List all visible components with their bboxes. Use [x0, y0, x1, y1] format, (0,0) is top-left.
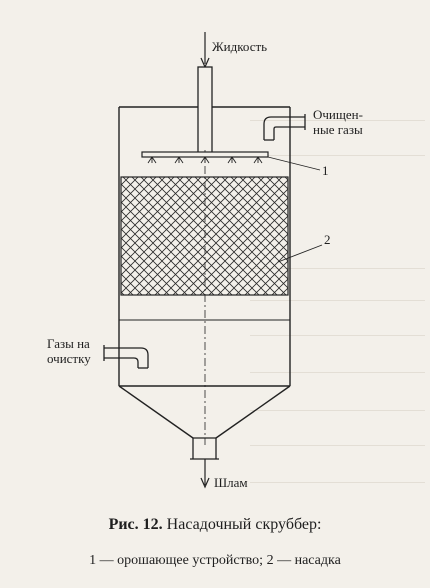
scan-artifact	[250, 410, 425, 411]
label-gas-inlet-line1: Газы на	[47, 336, 90, 351]
label-gas-inlet-line2: очистку	[47, 351, 91, 366]
liquid-inlet-arrow	[200, 32, 210, 69]
scan-artifact	[250, 335, 425, 336]
sludge-outlet-arrow	[200, 459, 210, 489]
label-clean-gas-line1: Очищен-	[313, 107, 363, 122]
liquid-feed-pipe	[197, 66, 213, 154]
scan-artifact	[250, 482, 425, 483]
figure-number: Рис. 12.	[108, 516, 163, 533]
scan-artifact	[250, 445, 425, 446]
gas-inlet-pipe	[103, 345, 149, 369]
packing-bed	[120, 176, 289, 296]
scrubber-diagram	[103, 32, 323, 489]
figure-caption: Рис. 12. Насадочный скруббер:	[0, 516, 430, 534]
scan-artifact	[250, 372, 425, 373]
scan-artifact	[250, 155, 425, 156]
callout-1-leader	[267, 156, 321, 171]
legend-item-2: 2 — насадка	[266, 553, 341, 568]
sludge-outlet	[190, 437, 219, 460]
scan-artifact	[250, 300, 425, 301]
label-clean-gas-line2: ные газы	[313, 122, 363, 137]
figure-title: Насадочный скруббер:	[166, 516, 322, 533]
scan-artifact	[250, 268, 425, 269]
callout-2-leader	[277, 244, 323, 263]
callout-1: 1	[322, 163, 329, 178]
legend-item-1: 1 — орошающее устройство;	[89, 553, 264, 568]
label-sludge: Шлам	[214, 475, 248, 490]
spray-device	[141, 151, 269, 164]
figure-legend: 1 — орошающее устройство; 2 — насадка	[0, 553, 430, 569]
callout-2: 2	[324, 232, 331, 247]
label-liquid: Жидкость	[212, 39, 268, 54]
scan-artifact	[250, 120, 425, 121]
clean-gas-outlet-pipe	[263, 114, 306, 141]
